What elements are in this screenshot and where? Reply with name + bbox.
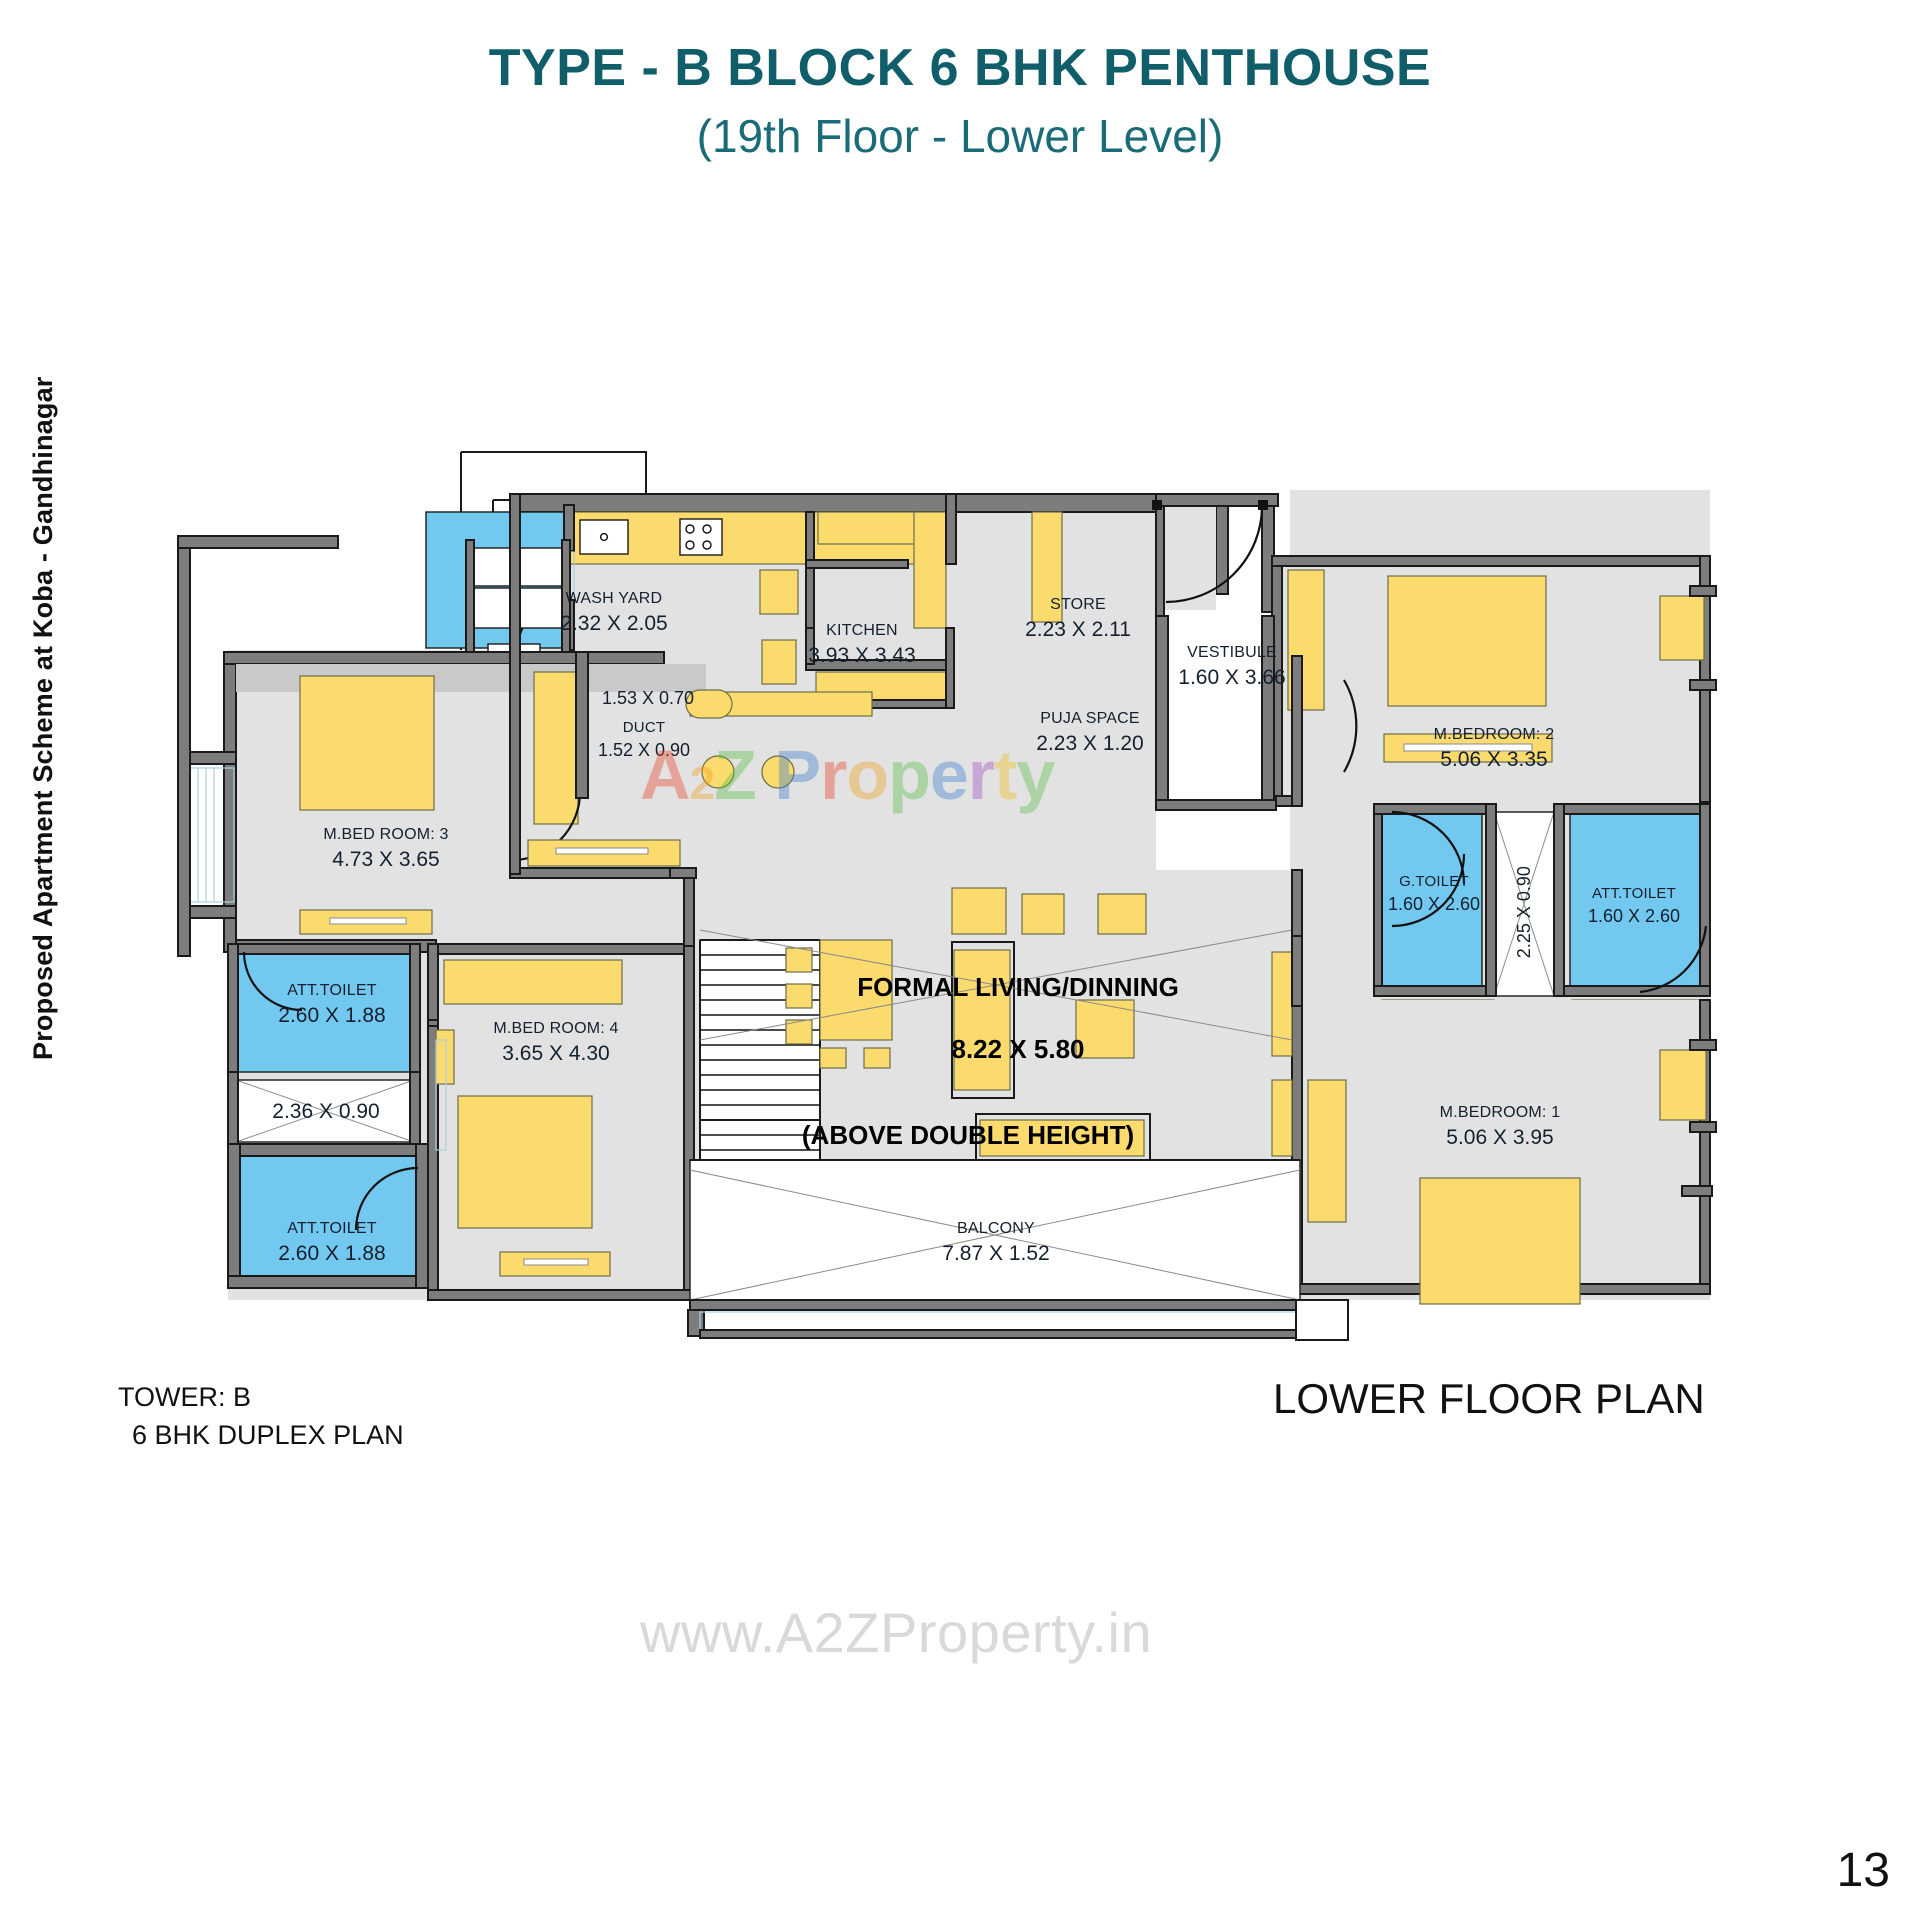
room-label-g-toilet: G.TOILET 1.60 X 2.60 — [1387, 873, 1481, 915]
room-label-left-duct: 2.36 X 0.90 — [272, 1100, 380, 1123]
living-dining-dim: 8.22 X 5.80 — [951, 1034, 1085, 1064]
room-label-mid-duct: 2.25 X 0.90 — [1513, 866, 1534, 959]
room-label-att-toilet-right: ATT.TOILET 1.60 X 2.60 — [1587, 885, 1681, 927]
room-label-balcony: BALCONY 7.87 X 1.52 — [942, 1220, 1050, 1265]
room-label-m-bed-room-3: M.BED ROOM: 3 4.73 X 3.65 — [323, 826, 449, 871]
left-att-toilet-upper — [227, 943, 421, 1081]
living-dining-note: (ABOVE DOUBLE HEIGHT) — [801, 1120, 1135, 1150]
room-label-vestibule: VESTIBULE 1.60 X 3.66 — [1178, 644, 1286, 689]
room-label-duct-small: 1.53 X 0.70 — [601, 688, 695, 708]
vestibule — [1152, 493, 1279, 617]
room-label-puja-space: PUJA SPACE 2.23 X 1.20 — [1036, 710, 1144, 755]
room-label-m-bed-room-4: M.BED ROOM: 4 3.65 X 4.30 — [493, 1020, 619, 1065]
plan-label: LOWER FLOOR PLAN — [1273, 1375, 1705, 1422]
page-number: 13 — [1836, 1844, 1890, 1897]
room-label-att-toilet-lower: ATT.TOILET 2.60 X 1.88 — [278, 1220, 386, 1265]
misc-walls — [509, 493, 1303, 1007]
m-bedroom-2 — [1271, 555, 1717, 807]
room-label-wash-yard: WASH YARD 2.32 X 2.05 — [560, 590, 668, 635]
store-puja — [759, 559, 955, 709]
room-label-m-bedroom-2: M.BEDROOM: 2 5.06 X 3.35 — [1433, 726, 1555, 771]
kitchen-counter — [517, 511, 1063, 629]
m-bedroom-3 — [177, 535, 706, 957]
living-dining-furniture — [785, 887, 1293, 1163]
room-label-duct: DUCT 1.52 X 0.90 — [597, 719, 691, 761]
m-bedroom-1 — [1291, 999, 1717, 1305]
living-dining-title: FORMAL LIVING/DINNING — [857, 972, 1179, 1002]
tower-line-1: TOWER: B — [118, 1382, 252, 1412]
page-title: TYPE - B BLOCK 6 BHK PENTHOUSE — [488, 39, 1432, 97]
tower-info: TOWER: B 6 BHK DUPLEX PLAN — [118, 1378, 404, 1455]
room-label-store: STORE 2.23 X 2.11 — [1025, 596, 1131, 641]
m-bedroom-4 — [427, 943, 695, 1301]
tower-line-2: 6 BHK DUPLEX PLAN — [132, 1420, 404, 1451]
page-header: TYPE - B BLOCK 6 BHK PENTHOUSE (19th Flo… — [0, 39, 1920, 163]
room-label-m-bedroom-1: M.BEDROOM: 1 5.06 X 3.95 — [1439, 1104, 1561, 1149]
room-label-att-toilet-upper: ATT.TOILET 2.60 X 1.88 — [278, 982, 386, 1027]
left-duct — [227, 1071, 421, 1147]
balcony — [687, 1159, 1349, 1341]
page-subtitle: (19th Floor - Lower Level) — [696, 110, 1224, 163]
room-label-kitchen: KITCHEN 3.93 X 3.43 — [808, 622, 916, 667]
